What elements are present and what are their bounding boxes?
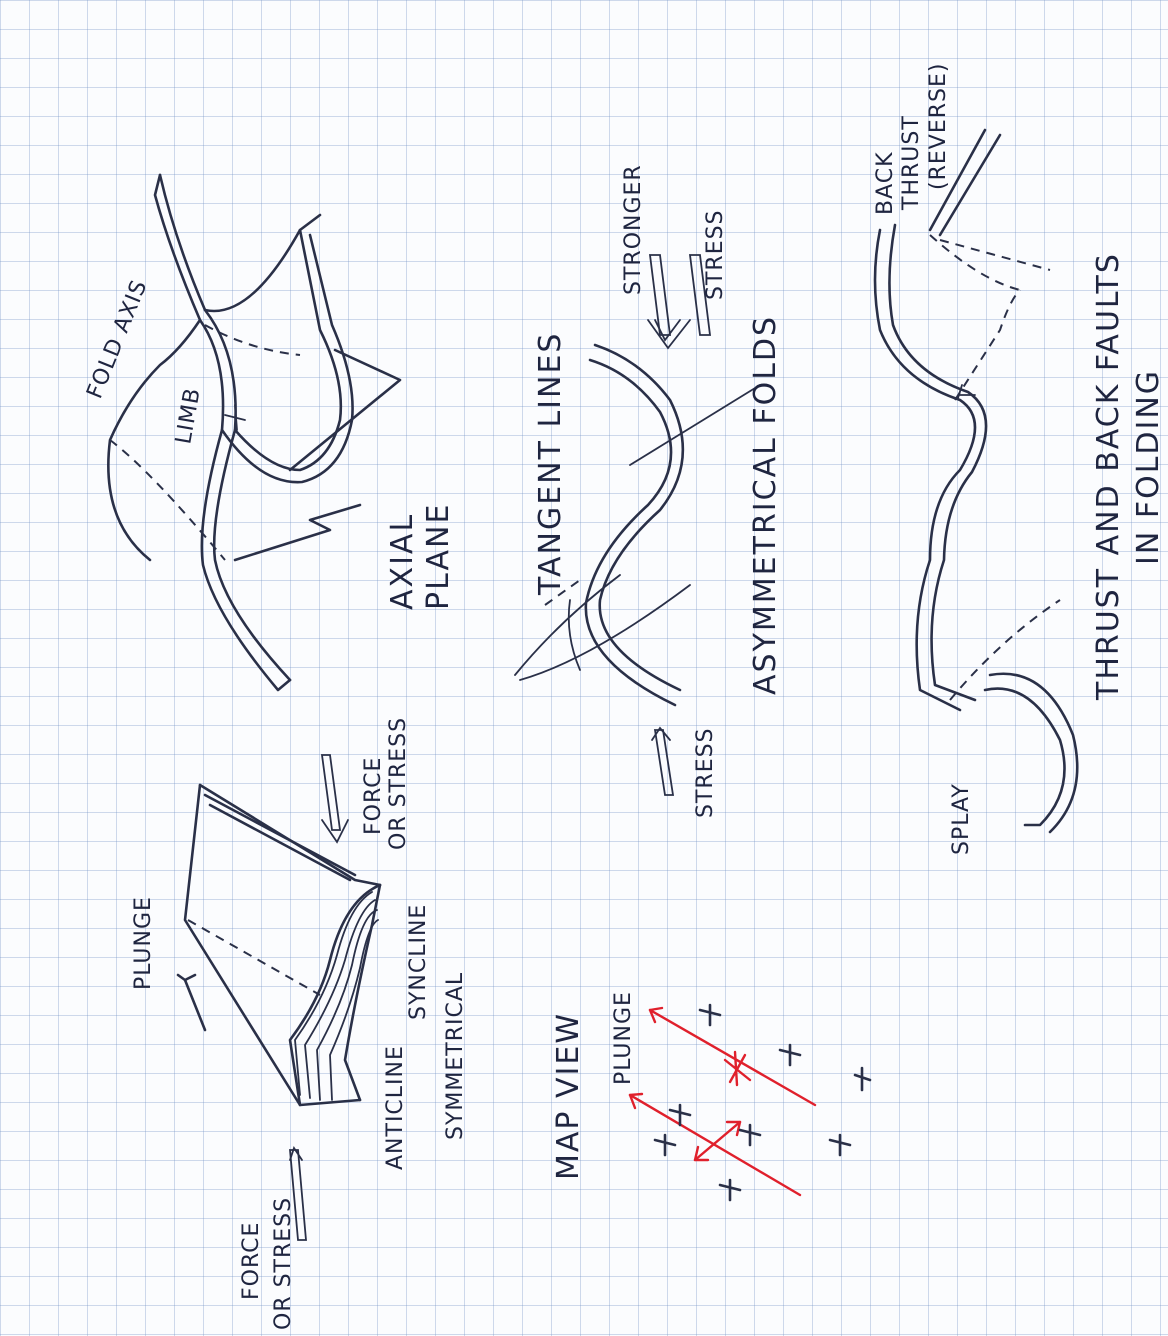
asymmetrical-folds-title: ASYMMETRICAL FOLDS <box>748 315 783 695</box>
axial-label: AXIAL <box>385 513 420 610</box>
symmetrical-label: SYMMETRICAL <box>443 972 468 1140</box>
stress-left-arrow-label: STRESS <box>693 727 718 818</box>
stress-right-label: OR STRESS <box>386 717 411 850</box>
stress-right-arrow-label: STRESS <box>703 209 728 300</box>
force-right-label: FORCE <box>361 757 386 835</box>
thrust-back-title-1: THRUST AND BACK FAULTS <box>1091 252 1126 701</box>
limb-label: LIMB <box>171 386 205 446</box>
reverse-label: (REVERSE) <box>926 63 951 190</box>
thrust-back-title-2: IN FOLDING <box>1131 369 1166 565</box>
map-view-title: MAP VIEW <box>551 1012 586 1180</box>
splay-label: SPLAY <box>949 783 974 855</box>
back-label: BACK <box>873 151 898 215</box>
plunge-label: PLUNGE <box>131 896 156 990</box>
plane-label: PLANE <box>421 503 456 610</box>
anticline-label: ANTICLINE <box>383 1045 408 1170</box>
fold-axis-label: FOLD AXIS <box>82 276 152 402</box>
thrust-label: THRUST <box>899 115 924 211</box>
stress-left-label: OR STRESS <box>271 1197 296 1330</box>
stronger-label: STRONGER <box>621 164 646 295</box>
tangent-lines-label: TANGENT LINES <box>533 332 568 596</box>
map-plunge-label: PLUNGE <box>611 991 636 1085</box>
syncline-label: SYNCLINE <box>406 904 431 1020</box>
force-left-label: FORCE <box>239 1222 264 1300</box>
